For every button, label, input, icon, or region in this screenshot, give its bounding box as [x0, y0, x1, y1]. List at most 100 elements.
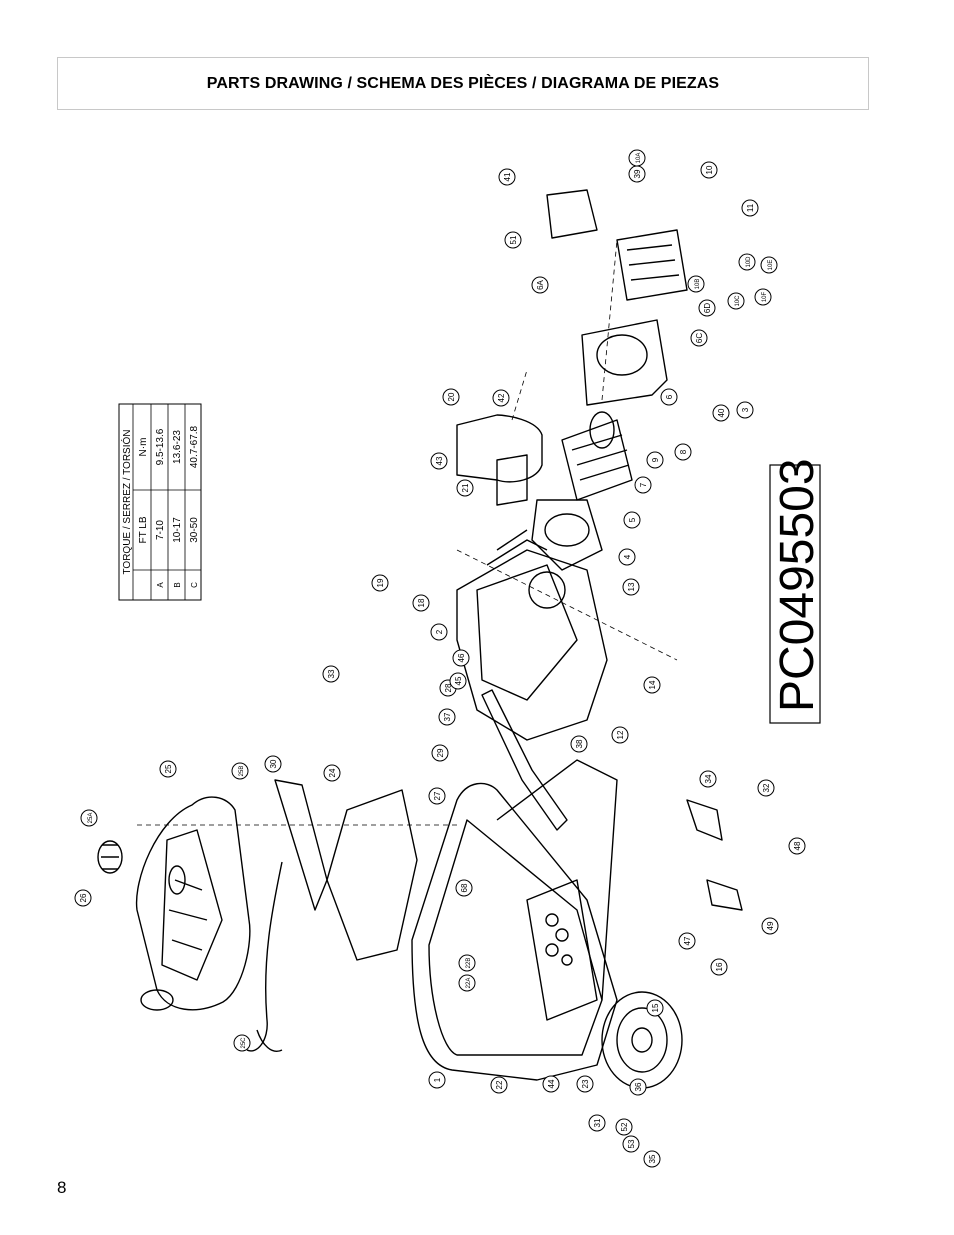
callout-52: 52 [615, 1118, 633, 1136]
callout-15: 15 [646, 999, 664, 1017]
callout-11: 11 [741, 199, 759, 217]
mark-a: A [156, 582, 165, 588]
alternator-housing [581, 319, 668, 406]
title-box: PARTS DRAWING / SCHEMA DES PIÈCES / DIAG… [57, 57, 869, 110]
callout-48: 48 [788, 837, 806, 855]
callout-label: 10E [768, 260, 774, 271]
callout-label: 6 [665, 394, 674, 399]
callout-6: 6 [660, 388, 678, 406]
callout-45: 45 [449, 672, 467, 690]
callout-label: 7 [639, 482, 648, 487]
callout-label: 25 [164, 764, 173, 773]
callout-label: 25A [88, 813, 94, 824]
callout-label: 6A [536, 279, 545, 289]
callout-9: 9 [646, 451, 664, 469]
callout-label: 44 [547, 1079, 556, 1088]
callout-label: 34 [704, 774, 713, 783]
callout-label: 12 [616, 730, 625, 739]
col-nm: N·m [138, 438, 149, 457]
callout-label: 6D [703, 303, 712, 313]
callout-68: 68 [455, 879, 473, 897]
fuel-line [246, 861, 283, 1052]
callout-label: 53 [627, 1139, 636, 1148]
callout-label: 20 [447, 392, 456, 401]
callout-43: 43 [430, 452, 448, 470]
callout-10f: 10F [754, 288, 772, 306]
callout-10d: 10D [738, 253, 756, 271]
bracket-51 [546, 189, 598, 239]
drawing-code: PC0495503 [771, 458, 824, 712]
callout-25b: 25B [231, 762, 249, 780]
torque-table: TORQUE / SERREZ / TORSIÓN FT LB N·m A 7-… [118, 403, 202, 601]
callout-label: 10C [735, 295, 741, 307]
callout-label: 10D [746, 256, 752, 268]
callout-6c: 6C [690, 329, 708, 347]
callout-label: 25C [241, 1037, 247, 1049]
parts-drawing: TORQUE / SERREZ / TORSIÓN FT LB N·m A 7-… [74, 149, 824, 1168]
row-a-ftlb: 7-10 [155, 520, 166, 540]
callout-51: 51 [504, 231, 522, 249]
callout-label: 45 [454, 676, 463, 685]
callout-30: 30 [264, 755, 282, 773]
callout-label: 40 [717, 408, 726, 417]
callout-label: 10A [636, 153, 642, 164]
callout-label: 28 [444, 683, 453, 692]
callout-41: 41 [498, 168, 516, 186]
callout-6d: 6D [698, 299, 716, 317]
callout-label: 31 [593, 1118, 602, 1127]
row-c-nm: 40.7-67.8 [189, 425, 200, 468]
page-title: PARTS DRAWING / SCHEMA DES PIÈCES / DIAG… [206, 74, 720, 92]
callout-label: 39 [633, 169, 642, 178]
callout-label: 37 [443, 712, 452, 721]
callout-label: 49 [766, 921, 775, 930]
callout-25a: 25A [80, 809, 98, 827]
callout-6a: 6A [531, 276, 549, 294]
callout-35: 35 [643, 1150, 661, 1168]
callout-33: 33 [322, 665, 340, 683]
callout-16: 16 [710, 958, 728, 976]
callout-label: 36 [634, 1082, 643, 1091]
page-number: 8 [57, 1178, 67, 1197]
end-cover [616, 229, 688, 301]
callout-label: 13 [627, 582, 636, 591]
callout-36: 36 [629, 1078, 647, 1096]
callout-29: 29 [431, 744, 449, 762]
fuel-cap [97, 840, 123, 874]
callout-label: 19 [376, 578, 385, 587]
callout-label: 52 [620, 1122, 629, 1131]
callout-21: 21 [456, 479, 474, 497]
callout-label: 46 [457, 653, 466, 662]
callout-20: 20 [442, 388, 460, 406]
callout-22a: 22A [458, 974, 476, 992]
callout-49: 49 [761, 917, 779, 935]
callout-label: 29 [436, 748, 445, 757]
callout-label: 4 [623, 554, 632, 559]
callout-label: 6C [695, 333, 704, 343]
callout-23: 23 [576, 1075, 594, 1093]
callout-label: 1 [433, 1077, 442, 1082]
callout-label: 24 [328, 768, 337, 777]
stator [531, 499, 603, 571]
callout-39: 39 [628, 165, 646, 183]
mark-c: C [190, 582, 199, 588]
handle [481, 689, 568, 831]
callout-44: 44 [542, 1075, 560, 1093]
row-b-ftlb: 10-17 [172, 517, 183, 543]
callout-10b: 10B [687, 275, 705, 293]
callout-22: 22 [490, 1076, 508, 1094]
callout-47: 47 [678, 932, 696, 950]
muffler [456, 414, 543, 506]
callout-label: 11 [746, 203, 755, 212]
callout-8: 8 [674, 443, 692, 461]
drawing-code-box: PC0495503 [769, 458, 824, 724]
callout-38: 38 [570, 735, 588, 753]
callout-18: 18 [412, 594, 430, 612]
row-b-nm: 13.6-23 [172, 430, 183, 464]
callout-label: 48 [793, 841, 802, 850]
callout-label: 51 [509, 235, 518, 244]
wheel [601, 991, 683, 1089]
callout-label: 16 [715, 962, 724, 971]
callout-12: 12 [611, 726, 629, 744]
callout-46: 46 [452, 649, 470, 667]
callout-19: 19 [371, 574, 389, 592]
